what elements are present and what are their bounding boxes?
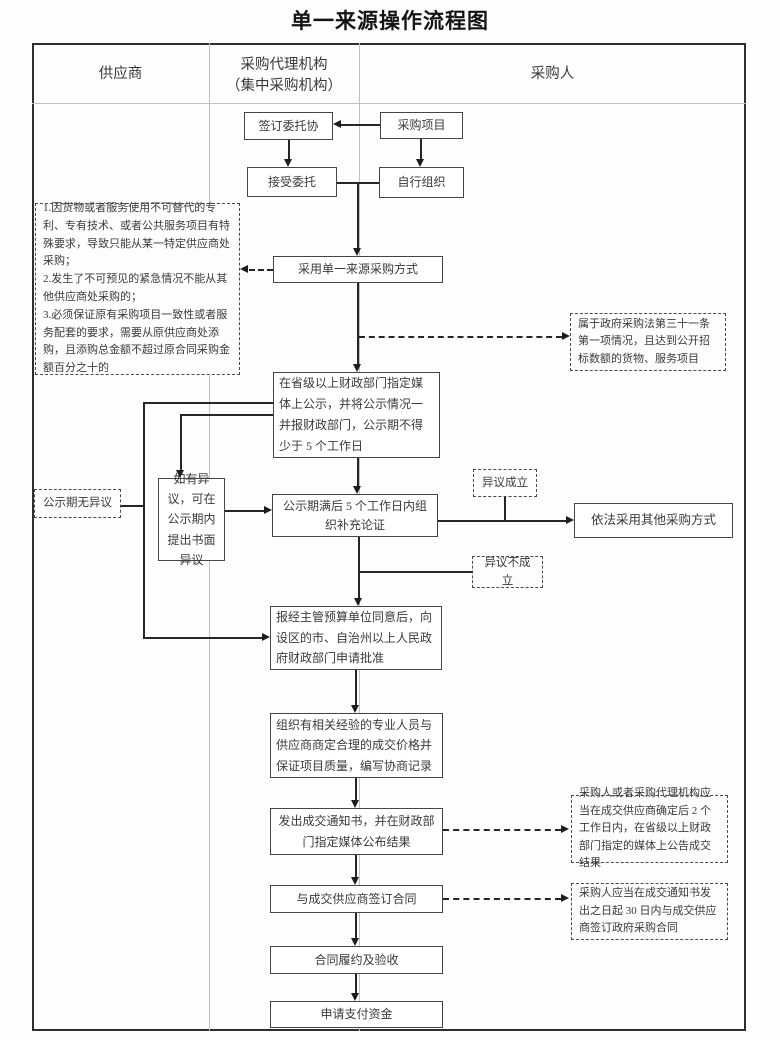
arrowhead-into-apply-approval-top bbox=[354, 598, 362, 606]
connector-project-to-self bbox=[420, 139, 422, 160]
node-objection-during-publicity: 如有异议，可在公示期内提出书面异议 bbox=[158, 472, 225, 567]
annotation-announce-result: 采购人或者采购代理机构应当在成交供应商确定后 2 个工作日内，在省级以上财政部门… bbox=[571, 787, 728, 869]
node-other-method: 依法采用其他采购方式 bbox=[574, 503, 733, 538]
connector-supplement-to-other-method bbox=[438, 520, 566, 522]
connector-to-apply-approval bbox=[143, 637, 262, 639]
node-sign-contract: 与成交供应商签订合同 bbox=[270, 885, 443, 913]
lane-divider-2 bbox=[359, 43, 360, 1031]
condition-item-2: 2.发生了不可预见的紧急情况不能从其他供应商处采购的； bbox=[43, 273, 228, 303]
annotation-single-source-conditions: 1.因货物或者服务使用不可替代的专利、专有技术、或者公共服务项目有特殊要求，导致… bbox=[35, 201, 240, 375]
connector-publicity-to-objection-v bbox=[180, 414, 182, 470]
node-supplement-demonstration: 公示期满后 5 个工作日内组织补充论证 bbox=[272, 494, 438, 537]
connector-objection-invalid-tap bbox=[358, 571, 472, 573]
arrowhead-into-sign-agreement bbox=[333, 120, 341, 128]
arrowhead-into-apply-approval-left bbox=[262, 633, 270, 641]
arrowhead-into-law-scope bbox=[562, 332, 570, 340]
node-negotiate-record: 组织有相关经验的专业人员与供应商商定合理的成交价格并保证项目质量，编写协商记录 bbox=[270, 713, 443, 778]
arrowhead-into-notice bbox=[351, 800, 359, 808]
arrowhead-into-other-method bbox=[566, 516, 574, 524]
connector-join-to-single-source bbox=[357, 182, 359, 249]
node-apply-approval: 报经主管预算单位同意后，向设区的市、自治州以上人民政府财政部门申请批准 bbox=[270, 606, 442, 670]
lane-header-separator bbox=[32, 103, 746, 104]
connector-objection-valid-tap bbox=[504, 497, 506, 521]
node-single-source-method: 采用单一来源采购方式 bbox=[273, 256, 443, 283]
label-objection-invalid: 异议不成立 bbox=[472, 556, 543, 588]
dashed-connector-conditions bbox=[249, 269, 273, 271]
node-award-notice: 发出成交通知书，并在财政部门指定媒体公布结果 bbox=[270, 808, 443, 855]
connector-no-objection-join bbox=[121, 505, 144, 507]
connector-sign-to-accept bbox=[288, 140, 290, 160]
arrowhead-into-performance bbox=[351, 938, 359, 946]
node-procurement-project: 采购项目 bbox=[380, 112, 463, 139]
annotation-law-scope: 属于政府采购法第三十一条第一项情况，且达到公开招标数额的货物、服务项目 bbox=[570, 313, 726, 371]
lane-header-purchaser: 采购人 bbox=[530, 66, 575, 82]
node-self-organize: 自行组织 bbox=[379, 167, 464, 198]
connector-project-to-sign bbox=[341, 124, 380, 126]
arrowhead-into-supplement bbox=[353, 486, 361, 494]
node-accept-entrustment: 接受委托 bbox=[247, 167, 337, 197]
connector-apply-to-negotiate bbox=[355, 670, 357, 706]
connector-objection-to-supplement bbox=[225, 510, 264, 512]
connector-performance-to-payment bbox=[355, 974, 357, 994]
dashed-connector-law-scope bbox=[359, 336, 562, 338]
arrowhead-into-publicity bbox=[353, 364, 361, 372]
lane-header-supplier: 供应商 bbox=[98, 66, 143, 82]
arrowhead-into-sign-deadline bbox=[561, 894, 569, 902]
condition-item-1: 1.因货物或者服务使用不可替代的专利、专有技术、或者公共服务项目有特殊要求，导致… bbox=[43, 201, 230, 268]
arrowhead-into-payment bbox=[351, 993, 359, 1001]
connector-left-vertical bbox=[143, 402, 145, 638]
arrowhead-into-objection-box bbox=[176, 470, 184, 478]
connector-notice-to-contract bbox=[355, 855, 357, 878]
connector-contract-to-performance bbox=[355, 913, 357, 939]
connector-negotiate-to-notice bbox=[355, 778, 357, 801]
lane-header-agency-line1: 采购代理机构 bbox=[240, 57, 328, 73]
arrowhead-into-accept bbox=[284, 159, 292, 167]
annotation-sign-deadline: 采购人应当在成交通知书发出之日起 30 日内与成交供应商签订政府采购合同 bbox=[571, 883, 728, 940]
node-payment-request: 申请支付资金 bbox=[270, 1001, 443, 1028]
connector-publicity-left-upper bbox=[143, 402, 273, 404]
condition-item-3: 3.必须保证原有采购项目一致性或者服务配套的要求，需要从原供应商处添购，且添购总… bbox=[43, 308, 230, 375]
connector-supplement-to-apply bbox=[358, 537, 360, 599]
chart-frame bbox=[32, 43, 746, 1031]
page-title: 单一来源操作流程图 bbox=[291, 10, 489, 33]
arrowhead-into-supplement-left bbox=[264, 506, 272, 514]
label-no-objection: 公示期无异议 bbox=[34, 489, 121, 518]
dashed-connector-sign-deadline bbox=[443, 898, 561, 900]
lane-header-agency: 采购代理机构 （集中采购机构） bbox=[209, 55, 359, 97]
arrowhead-into-negotiate bbox=[351, 705, 359, 713]
lane-header-agency-line2: （集中采购机构） bbox=[226, 78, 342, 95]
label-objection-valid: 异议成立 bbox=[473, 469, 537, 497]
arrowhead-into-conditions bbox=[240, 265, 248, 273]
dashed-connector-announce-result bbox=[443, 829, 561, 831]
arrowhead-into-sign-contract bbox=[351, 877, 359, 885]
node-sign-agreement: 签订委托协 bbox=[244, 112, 333, 140]
arrowhead-into-self-organize bbox=[416, 159, 424, 167]
connector-single-source-to-publicity bbox=[357, 283, 359, 365]
connector-publicity-to-supplement bbox=[357, 458, 359, 487]
arrowhead-into-announce-result bbox=[561, 825, 569, 833]
node-contract-performance: 合同履约及验收 bbox=[270, 946, 443, 974]
arrowhead-into-single-source bbox=[353, 248, 361, 256]
connector-publicity-to-objection-h bbox=[180, 414, 273, 416]
node-publicity: 在省级以上财政部门指定媒体上公示，并将公示情况一并报财政部门，公示期不得少于 5… bbox=[273, 372, 440, 458]
